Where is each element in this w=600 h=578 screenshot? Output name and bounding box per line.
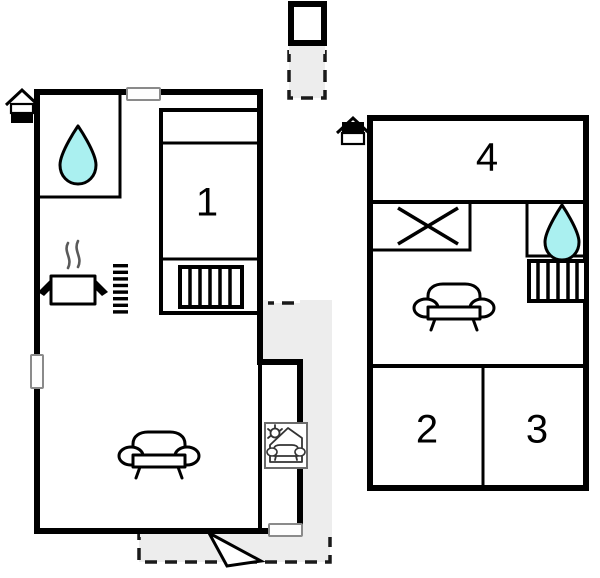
sofa-icon — [117, 430, 201, 480]
sun-icon — [267, 424, 283, 439]
room-label-4: 4 — [476, 136, 498, 180]
cooking-pot-icon — [38, 239, 108, 306]
shed-terrace — [287, 50, 327, 100]
entrance-marker-icon — [335, 115, 371, 146]
room-label-1: 1 — [196, 181, 218, 225]
kitchen-counter-icon — [113, 264, 128, 314]
entrance-marker-icon — [4, 87, 40, 123]
sofa-icon — [412, 282, 496, 332]
shed-interior — [292, 5, 322, 41]
right-building-group: 4 2 3 — [335, 115, 589, 491]
window-marker-west[interactable] — [30, 354, 44, 389]
room-label-2: 2 — [416, 408, 438, 452]
x-cross-icon — [397, 206, 459, 246]
shed-terrace-top-fill — [289, 46, 325, 54]
stairs-icon — [178, 265, 244, 309]
outbuilding-shed — [288, 1, 327, 46]
door-swing-icon[interactable] — [205, 529, 266, 568]
pot-handle-right — [95, 279, 108, 296]
pot-body — [49, 274, 97, 306]
left-building-outer-walls — [34, 89, 303, 534]
terrace-mask-b — [300, 300, 332, 532]
water-drop-icon — [58, 124, 98, 186]
conservatory-icon — [264, 422, 308, 469]
bathroom-left-partition — [36, 91, 122, 199]
left-building-group: 1 — [4, 87, 308, 568]
room-label-3: 3 — [526, 408, 548, 452]
shed-walls — [288, 1, 327, 46]
pot-handle-left — [38, 279, 51, 296]
window-marker-north[interactable] — [126, 87, 161, 101]
window-marker-south-conservatory[interactable] — [268, 523, 303, 537]
mini-sofa-icon — [266, 444, 306, 461]
stairs-icon — [527, 259, 588, 303]
